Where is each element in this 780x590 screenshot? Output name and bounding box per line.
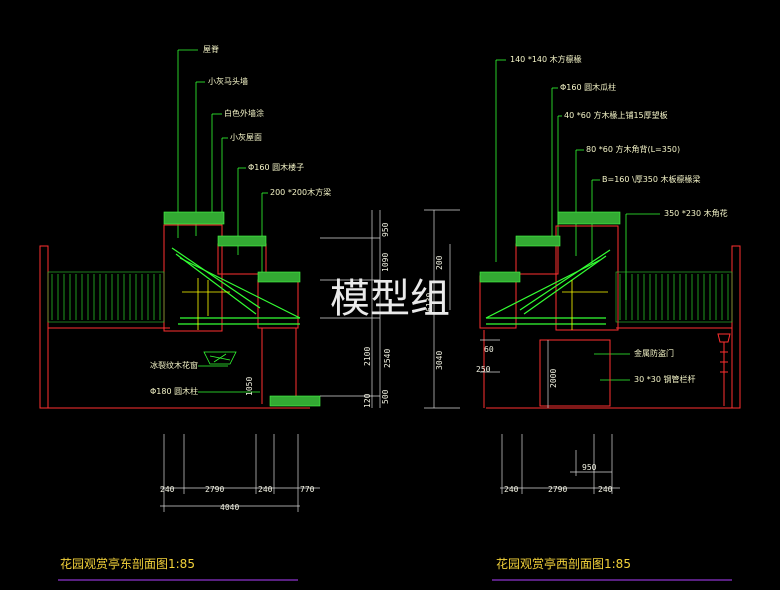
- left-roof-tiles: [163, 211, 321, 407]
- dim-2540: 2540: [383, 349, 392, 368]
- dim-2790: 2790: [205, 485, 224, 494]
- right-roof-slope: [485, 249, 611, 325]
- left-vertical-dim-lines: [320, 209, 460, 409]
- left-section: 屋脊 小灰马头墙 白色外墙涂 小灰屋面 Φ160 圆木楼子 200 *200木方…: [39, 44, 460, 581]
- watermark: 模型组: [330, 276, 450, 322]
- callout-roof-tile: 小灰屋面: [230, 132, 262, 142]
- dim-240-c: 240: [504, 485, 519, 494]
- right-roof-tiles: [479, 211, 621, 283]
- right-dims: 60 250 2000 240 2790 240 950: [476, 345, 613, 494]
- dim-240-b: 240: [258, 485, 273, 494]
- right-lamp-post: [717, 333, 731, 406]
- left-callout-labels: 屋脊 小灰马头墙 白色外墙涂 小灰屋面 Φ160 圆木楼子 200 *200木方…: [150, 44, 331, 396]
- callout-square-beam: 200 *200木方梁: [270, 187, 331, 197]
- callout-round-purlin: Φ160 圆木楼子: [248, 162, 304, 172]
- right-railing: [615, 271, 733, 323]
- callout-wall-paint: 白色外墙涂: [224, 108, 264, 118]
- callout-corner-brace: 80 *60 方木角背(L=350): [586, 144, 680, 154]
- dim-6130: 6130: [425, 293, 434, 312]
- left-railing: [47, 271, 165, 323]
- dim-2000: 2000: [549, 369, 558, 388]
- callout-round-column: Φ180 圆木柱: [150, 386, 198, 396]
- callout-plank-beam: B=160 \厚350 木板檩椽梁: [602, 174, 701, 184]
- dim-950: 950: [381, 222, 390, 237]
- dim-4040: 4040: [220, 503, 239, 512]
- callout-rafter-board: 40 *60 方木椽上铺15厚望板: [564, 110, 668, 120]
- left-lattice-window: [203, 351, 237, 365]
- left-drawing-title: 花园观赏亭东剖面图1:85: [60, 556, 195, 571]
- dim-240-a: 240: [160, 485, 175, 494]
- left-horizontal-dim-lines: [160, 434, 320, 512]
- dim-2100: 2100: [363, 347, 372, 366]
- right-drawing-title: 花园观赏亭西剖面图1:85: [496, 556, 631, 571]
- callout-square-purlin: 140 *140 木方檩椽: [510, 54, 582, 64]
- right-section: 140 *140 木方檩椽 Φ160 圆木瓜柱 40 *60 方木椽上铺15厚望…: [476, 54, 741, 581]
- callout-lattice-window: 冰裂纹木花窗: [150, 360, 198, 370]
- dim-950-b: 950: [582, 463, 597, 472]
- dim-60: 60: [484, 345, 494, 354]
- dim-1050: 1050: [245, 377, 254, 396]
- callout-corner-flower: 350 *230 木角花: [664, 208, 728, 218]
- dim-1090: 1090: [381, 253, 390, 272]
- left-inner-frame: [182, 278, 230, 330]
- dim-250: 250: [476, 365, 491, 374]
- dim-770: 770: [300, 485, 315, 494]
- left-roof-slope: [171, 247, 301, 325]
- left-structure: [39, 224, 310, 409]
- left-vertical-dims: 950 1090 2540 2100 1050 500 120 200 3040…: [245, 222, 444, 408]
- left-horizontal-dims: 240 2790 240 770 4040: [160, 485, 315, 512]
- right-inner-frame: [562, 280, 608, 330]
- dim-500: 500: [381, 389, 390, 404]
- dim-2790-b: 2790: [548, 485, 567, 494]
- right-callout-labels: 140 *140 木方檩椽 Φ160 圆木瓜柱 40 *60 方木椽上铺15厚望…: [510, 54, 728, 384]
- dim-120: 120: [363, 393, 372, 408]
- callout-king-post: Φ160 圆木瓜柱: [560, 82, 616, 92]
- callout-ridge: 屋脊: [203, 44, 219, 54]
- right-dim-lines: [480, 339, 620, 494]
- dim-3040: 3040: [435, 351, 444, 370]
- dim-240-d: 240: [598, 485, 613, 494]
- dim-200: 200: [435, 255, 444, 270]
- left-callout-leaders: [177, 49, 268, 393]
- callout-gable-wall: 小灰马头墙: [208, 76, 248, 86]
- right-structure: [479, 225, 741, 409]
- right-callout-leaders: [495, 59, 660, 381]
- callout-steel-railing: 30 *30 钢管栏杆: [634, 374, 695, 384]
- callout-security-door: 金属防盗门: [634, 348, 674, 358]
